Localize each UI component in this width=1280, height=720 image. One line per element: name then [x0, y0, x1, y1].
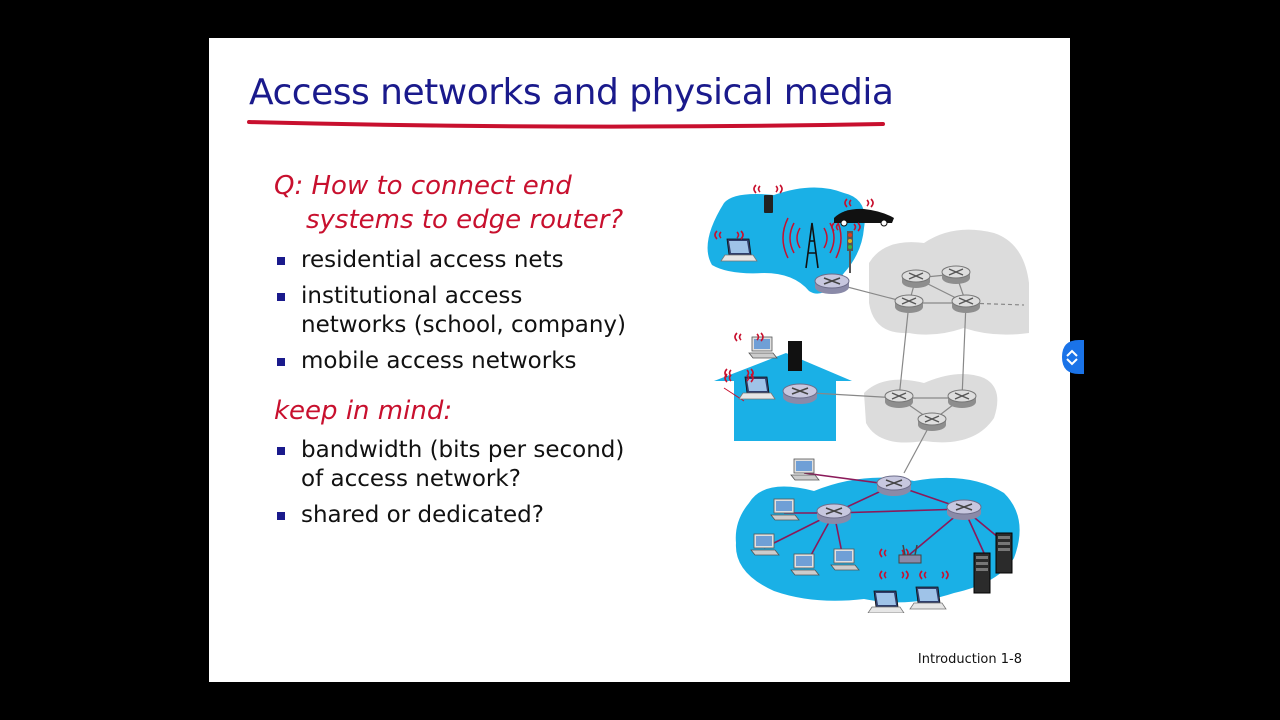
list-item-line: institutional access: [301, 283, 523, 309]
slide: Access networks and physical media Q: Ho…: [209, 38, 1070, 682]
list-item-line: networks (school, company): [301, 312, 627, 338]
considerations-list: bandwidth (bits per second) of access net…: [277, 436, 624, 537]
title-underline: [247, 120, 885, 129]
slide-title: Access networks and physical media: [249, 72, 894, 113]
access-network-diagram: [707, 184, 1029, 613]
slide-footer: Introduction 1-8: [917, 652, 1022, 667]
question-line-1: Q: How to connect end: [274, 171, 572, 201]
access-list: residential access nets institutional ac…: [277, 246, 626, 383]
chevron-icon: [1066, 349, 1078, 366]
list-item-line: bandwidth (bits per second): [301, 437, 625, 463]
slide-nav-handle[interactable]: [1062, 340, 1084, 374]
list-item: shared or dedicated?: [277, 501, 624, 530]
list-item: bandwidth (bits per second) of access net…: [277, 436, 624, 494]
list-item-line: of access network?: [301, 466, 521, 492]
list-item: residential access nets: [277, 246, 626, 275]
list-item: mobile access networks: [277, 347, 626, 376]
list-item: institutional access networks (school, co…: [277, 282, 626, 340]
question-line-2: systems to edge router?: [306, 205, 624, 235]
keep-in-mind-heading: keep in mind:: [274, 396, 453, 426]
